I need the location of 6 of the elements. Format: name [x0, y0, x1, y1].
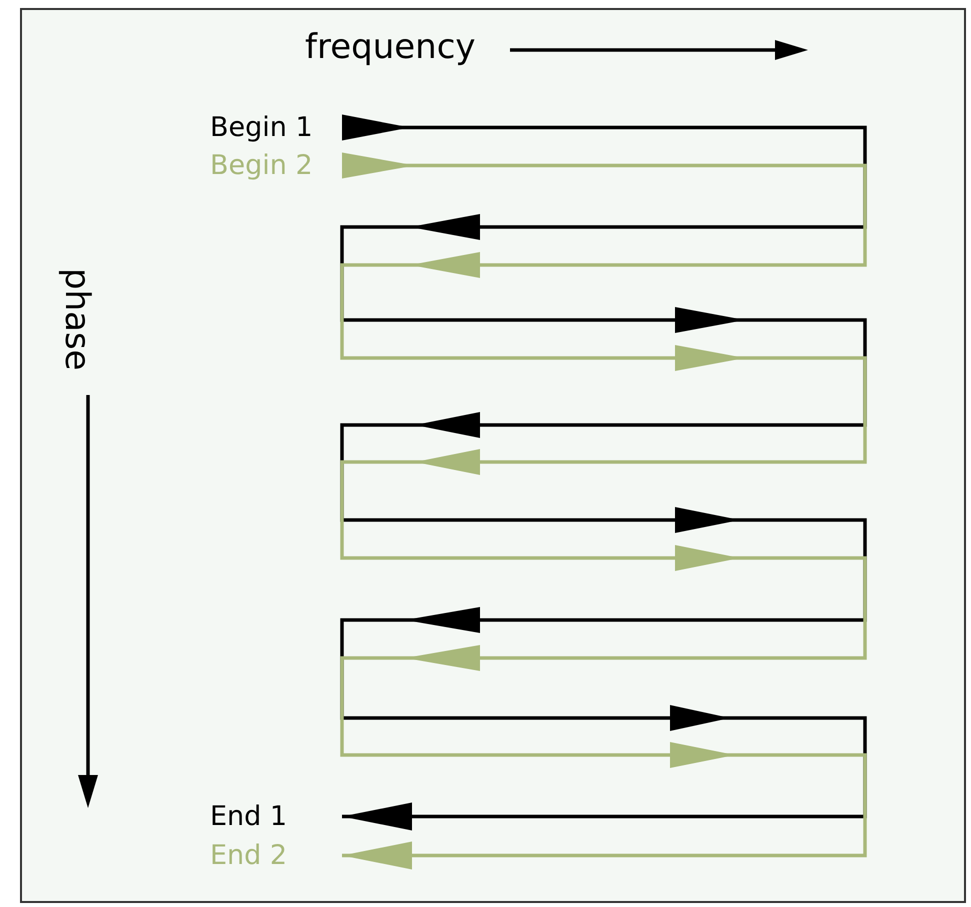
path-label: End 2 [210, 840, 342, 871]
path-label: Begin 2 [210, 150, 342, 181]
axis-label: phase [60, 268, 94, 371]
path-label: Begin 1 [210, 112, 342, 143]
path-label: End 1 [210, 801, 342, 832]
axis-label: frequency [305, 30, 476, 64]
